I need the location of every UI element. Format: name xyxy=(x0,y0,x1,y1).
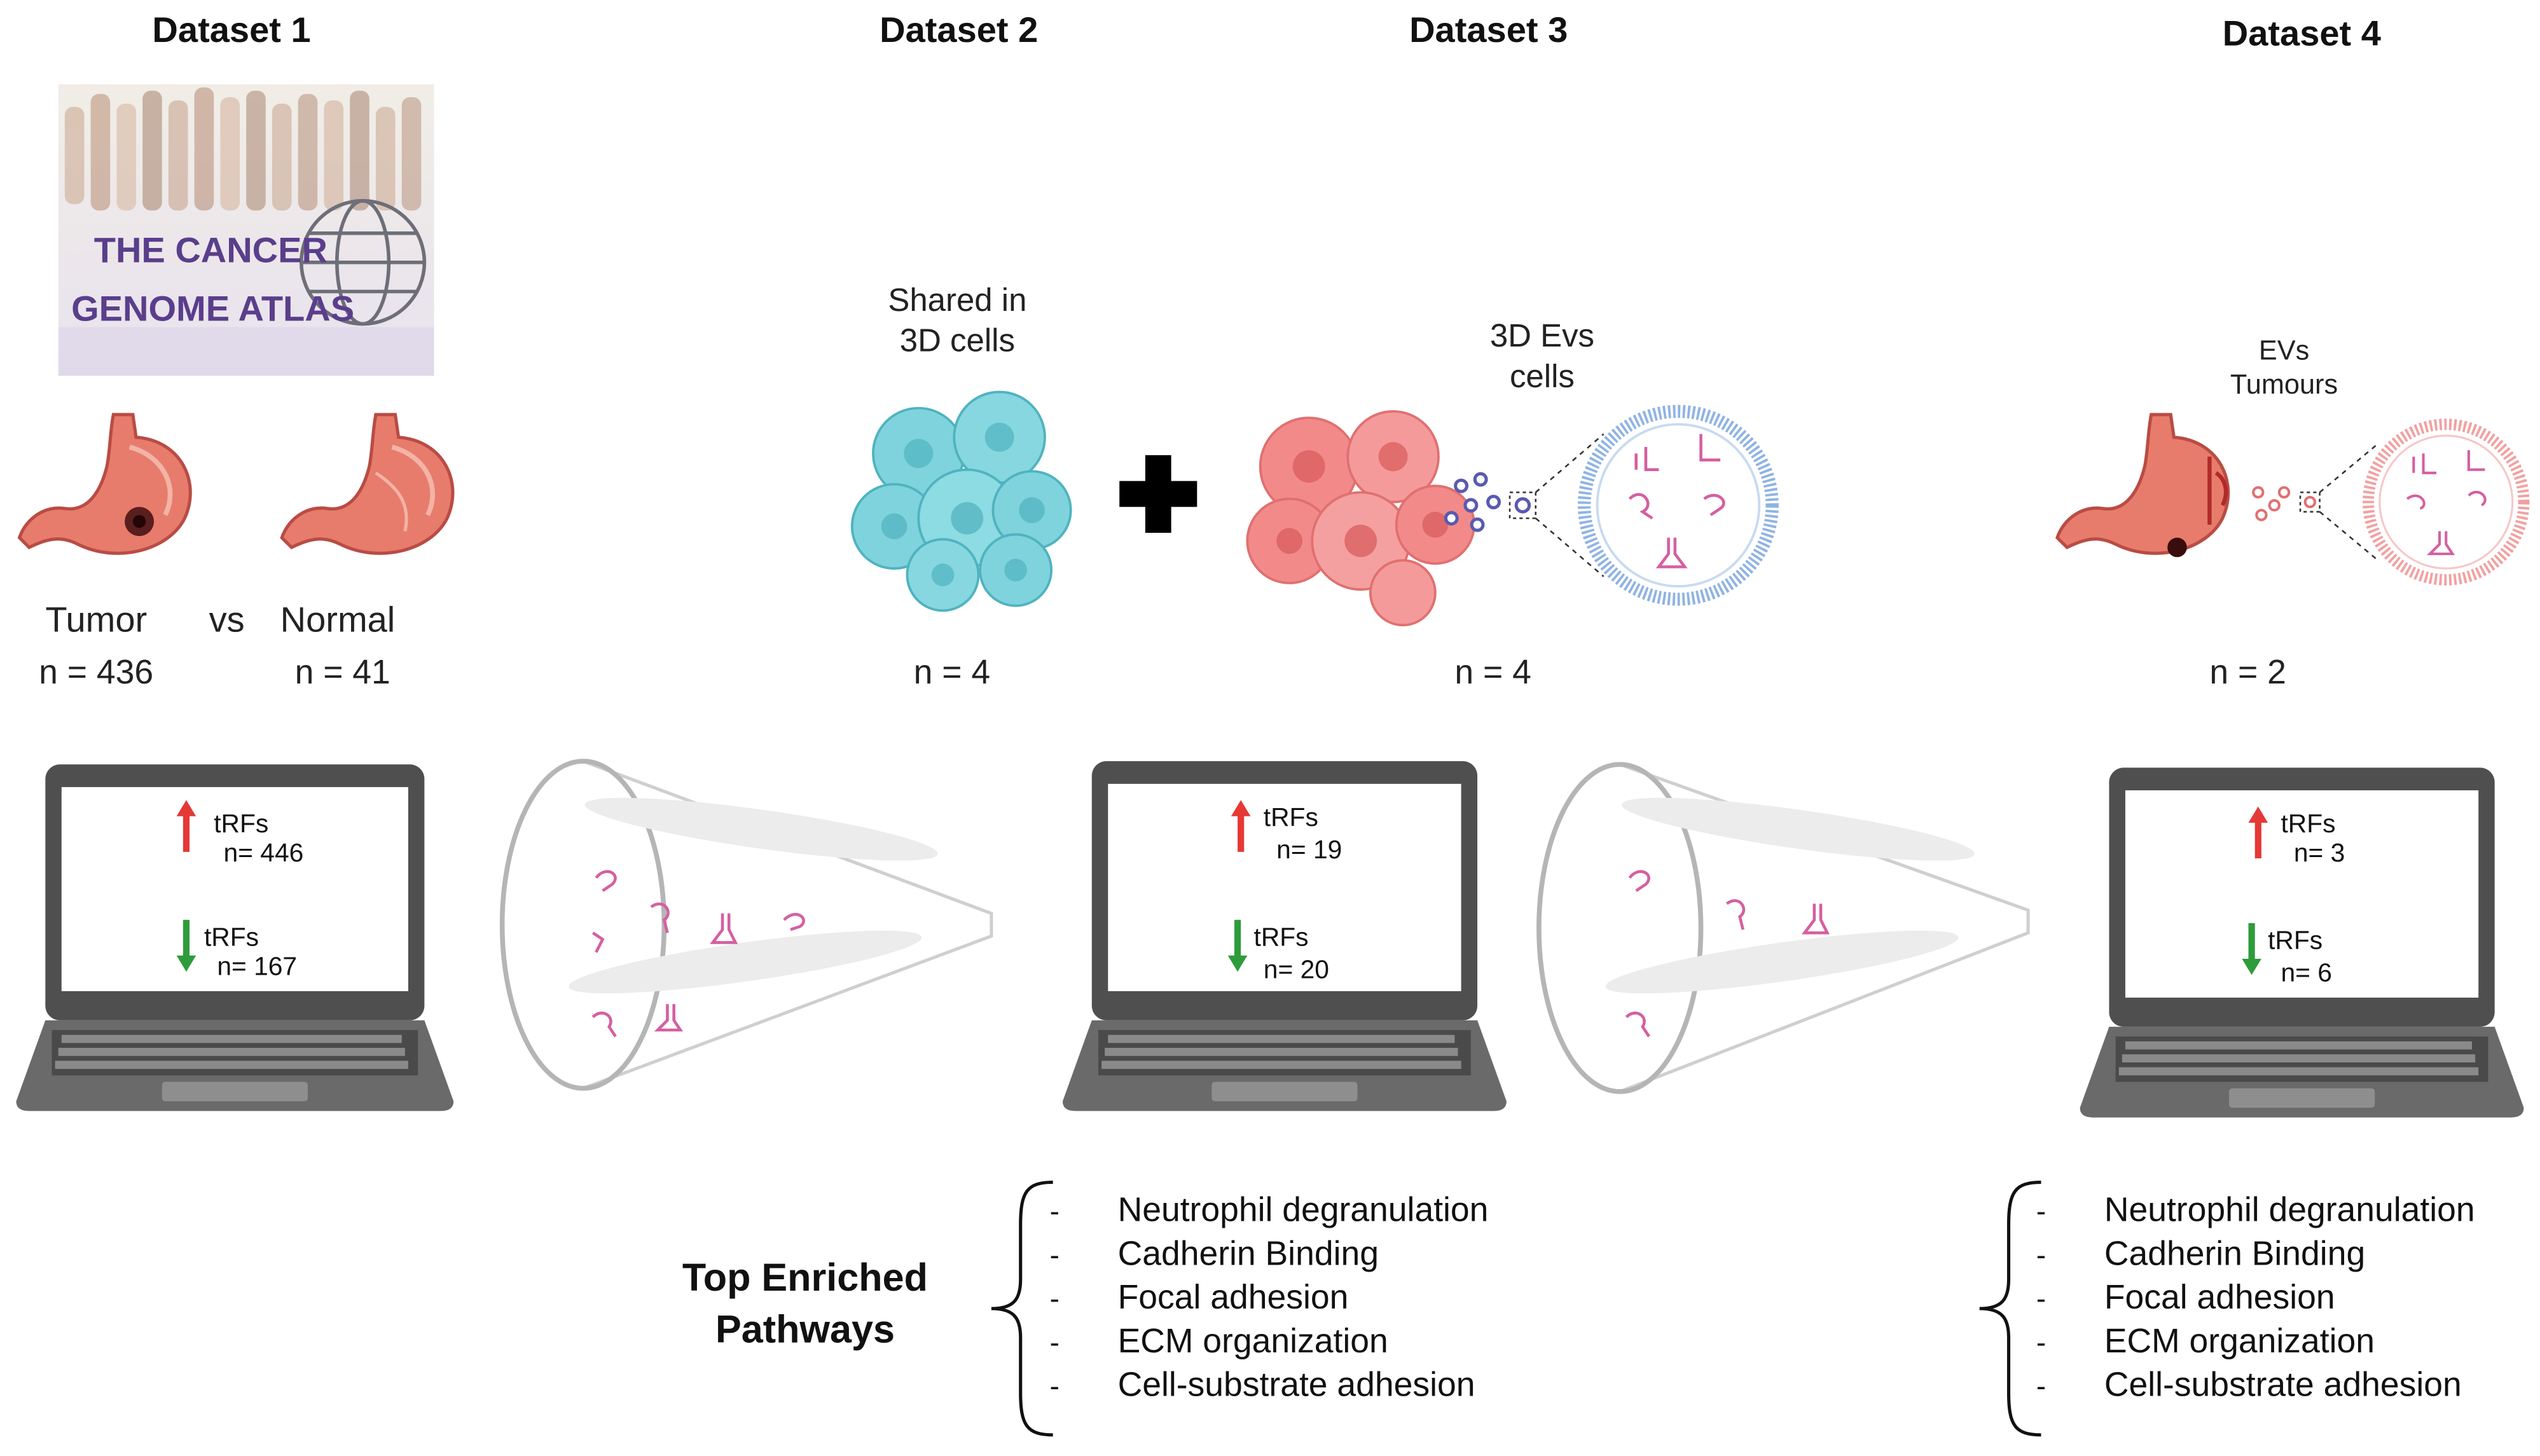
dataset-2-n: n = 4 xyxy=(913,654,991,692)
pathway-item: Focal adhesion xyxy=(2104,1279,2335,1317)
plus-icon xyxy=(1119,455,1198,533)
bullet-dash: - xyxy=(1049,1195,1059,1228)
dataset-4-label: EVs Tumours xyxy=(2230,335,2338,401)
dataset-3-title: Dataset 3 xyxy=(1409,10,1568,50)
dataset-4-title: Dataset 4 xyxy=(2222,13,2381,54)
pathways-title-line2: Pathways xyxy=(715,1308,895,1352)
pathway-item: Focal adhesion xyxy=(1117,1279,1349,1317)
laptop-2-down-label: tRFs xyxy=(1254,923,1309,952)
left-brace-icon xyxy=(991,1180,1053,1437)
tcga-logo-line1: THE CANCER xyxy=(94,230,328,270)
pathway-item: Cell-substrate adhesion xyxy=(2104,1366,2462,1404)
dataset-3-n: n = 4 xyxy=(1454,654,1531,692)
pathway-item: Cadherin Binding xyxy=(1117,1235,1379,1274)
laptop-3-down-n: n= 6 xyxy=(2281,958,2331,987)
pathway-item: Neutrophil degranulation xyxy=(1117,1192,1489,1230)
pink-3d-cells-with-ev-icon xyxy=(1246,404,1779,627)
normal-label: Normal xyxy=(280,599,396,640)
normal-stomach-icon xyxy=(280,413,455,555)
right-brace-icon xyxy=(1979,1180,2041,1437)
up-arrow-icon xyxy=(2248,806,2268,859)
laptop-2: tRFs n= 19 tRFs n= 20 xyxy=(1062,761,1507,1111)
up-arrow-icon xyxy=(176,800,197,852)
cyan-3d-cells-icon xyxy=(850,390,1072,612)
tumour-stomach-with-ev-icon xyxy=(2055,413,2530,586)
pathway-item: ECM organization xyxy=(1117,1323,1388,1361)
bullet-dash: - xyxy=(1049,1239,1059,1272)
dataset-2-label: Shared in 3D cells xyxy=(888,283,1027,360)
down-arrow-icon xyxy=(2242,923,2261,975)
funnel-1-icon xyxy=(499,759,993,1091)
pathway-item: Neutrophil degranulation xyxy=(2104,1192,2475,1230)
vs-label: vs xyxy=(209,599,245,640)
pathways-title-line1: Top Enriched xyxy=(682,1256,928,1301)
bullet-dash: - xyxy=(2036,1239,2046,1272)
bullet-dash: - xyxy=(1049,1370,1059,1403)
up-arrow-icon xyxy=(1231,800,1251,852)
tumor-label: Tumor xyxy=(45,599,148,640)
laptop-1-down-n: n= 167 xyxy=(217,951,297,980)
pathway-item: Cadherin Binding xyxy=(2104,1235,2366,1274)
laptop-2-up-n: n= 19 xyxy=(1276,835,1342,864)
laptop-3-up-label: tRFs xyxy=(2281,809,2335,838)
normal-n: n = 41 xyxy=(294,654,390,692)
dataset-4-n: n = 2 xyxy=(2209,654,2286,692)
bullet-dash: - xyxy=(2036,1326,2046,1359)
laptop-1-up-label: tRFs xyxy=(214,809,268,838)
laptop-3-down-label: tRFs xyxy=(2268,926,2323,955)
laptop-1: tRFs n= 446 tRFs n= 167 xyxy=(16,764,454,1111)
bullet-dash: - xyxy=(1049,1326,1059,1359)
laptop-3: tRFs n= 3 tRFs n= 6 xyxy=(2080,767,2524,1118)
bullet-dash: - xyxy=(2036,1370,2046,1403)
laptop-1-up-n: n= 446 xyxy=(224,838,304,867)
tumor-stomach-icon xyxy=(17,413,192,555)
pathway-item: ECM organization xyxy=(2104,1323,2375,1361)
laptop-2-up-label: tRFs xyxy=(1264,802,1318,832)
bullet-dash: - xyxy=(2036,1282,2046,1315)
down-arrow-icon xyxy=(176,919,197,972)
laptop-1-down-label: tRFs xyxy=(204,923,259,952)
pathways-title: Top Enriched Pathways xyxy=(642,1254,969,1357)
pathway-item: Cell-substrate adhesion xyxy=(1117,1366,1475,1404)
dataset-3-label: 3D Evs cells xyxy=(1489,319,1595,395)
tumor-n: n = 436 xyxy=(39,654,154,692)
tcga-logo: THE CANCER GENOME ATLAS xyxy=(58,84,434,376)
bullet-dash: - xyxy=(1049,1282,1059,1315)
tcga-logo-line2: GENOME ATLAS xyxy=(71,288,354,328)
down-arrow-icon xyxy=(1227,919,1248,972)
laptop-3-up-n: n= 3 xyxy=(2294,838,2345,867)
dataset-2-title: Dataset 2 xyxy=(880,10,1039,50)
laptop-2-down-n: n= 20 xyxy=(1264,955,1329,984)
dataset-1-title: Dataset 1 xyxy=(152,10,311,50)
funnel-2-icon xyxy=(1536,762,2030,1094)
bullet-dash: - xyxy=(2036,1195,2046,1228)
